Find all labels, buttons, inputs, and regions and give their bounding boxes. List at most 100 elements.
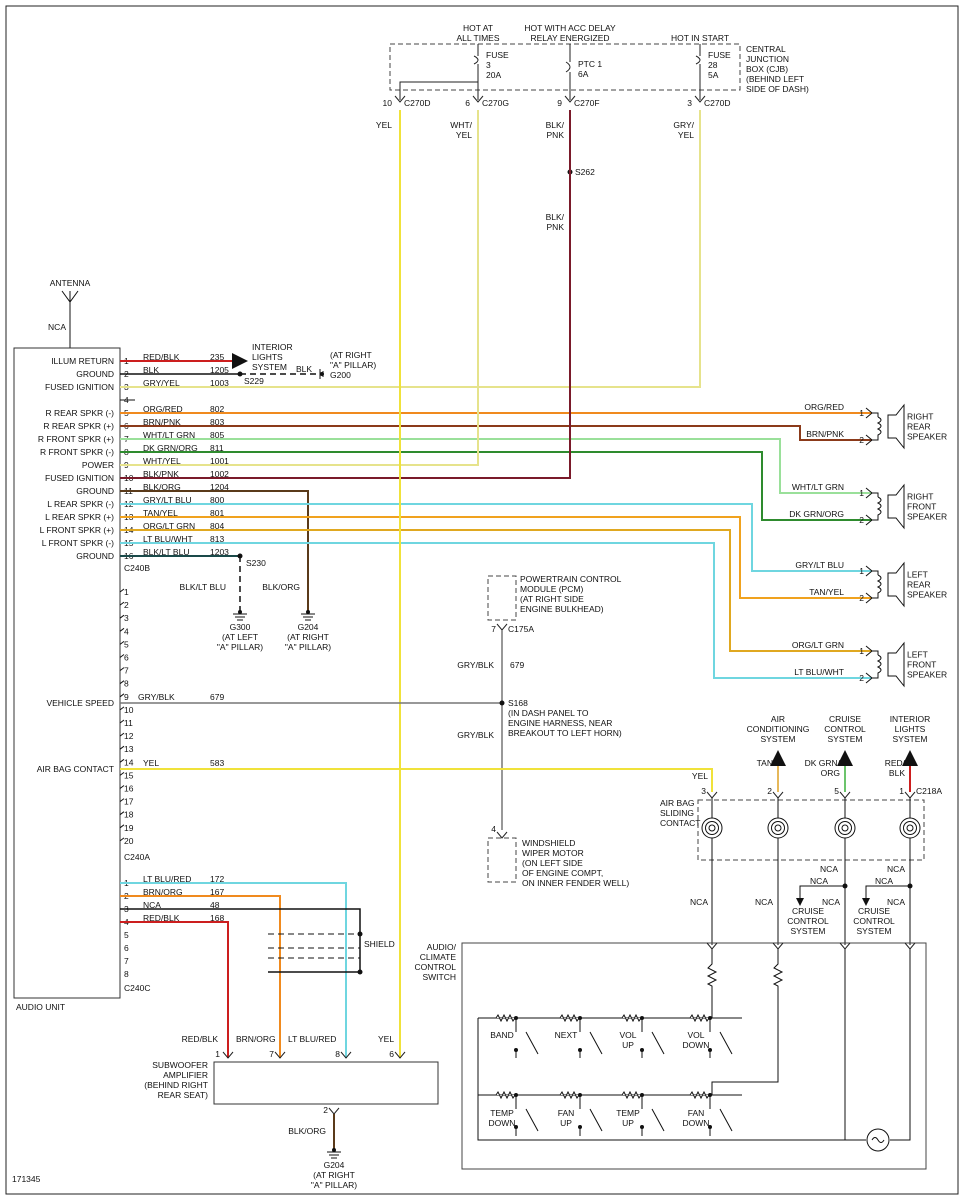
wire-label-wht-yel-2: YEL xyxy=(456,130,472,140)
speaker-3-name-2: FRONT xyxy=(907,660,936,670)
wire-167-brn-org xyxy=(120,895,281,1058)
interior-lights-2: LIGHTS xyxy=(252,352,283,362)
c240c-pin-6: 6 xyxy=(124,943,129,953)
switch-contact-icon xyxy=(515,1095,539,1136)
pcm-label-4: ENGINE BULKHEAD) xyxy=(520,604,604,614)
c240c-circuit-2: 167 xyxy=(210,887,224,897)
switch-box xyxy=(461,942,927,1170)
ac-system-1: AIR xyxy=(771,714,785,724)
splice-s168 xyxy=(499,700,505,706)
fuse28-num: 28 xyxy=(708,60,718,70)
air-bag-contact-2: SLIDING xyxy=(660,808,694,818)
wire-804-org-lt-grn xyxy=(120,529,872,652)
switch-row1-2-l2: UP xyxy=(622,1040,634,1050)
speaker-coil-icon xyxy=(876,574,882,594)
c240b-circuit-16: 1203 xyxy=(210,547,229,557)
g204-loc-2: "A" PILLAR) xyxy=(285,642,331,652)
c240a-583: 583 xyxy=(210,758,224,768)
wire-label-red-2: BLK xyxy=(889,768,905,778)
interior-lights-1: INTERIOR xyxy=(252,342,293,352)
c240c-color-2: BRN/ORG xyxy=(143,887,183,897)
switch-title-4: SWITCH xyxy=(422,972,456,982)
c240a-pin-4: 4 xyxy=(124,626,129,636)
c240b-func-6: R REAR SPKR (+) xyxy=(43,421,114,431)
c240a-pin-8: 8 xyxy=(124,679,129,689)
resistor-icon xyxy=(559,1090,580,1100)
g300-loc-2: "A" PILLAR) xyxy=(217,642,263,652)
resistor-icon xyxy=(621,1090,642,1100)
cjb-conn-c270g: C270G xyxy=(482,98,509,108)
c240b-color-9: WHT/YEL xyxy=(143,456,181,466)
c240c-pin-5: 5 xyxy=(124,930,129,940)
speaker-coil-icon xyxy=(876,496,882,516)
nca-6: NCA xyxy=(755,897,773,907)
sub-g204: G204 xyxy=(324,1160,345,1170)
speaker-1-name-2: FRONT xyxy=(907,502,936,512)
speaker-2-pin1: 1 xyxy=(859,566,864,576)
cjb-title-1: CENTRAL xyxy=(746,44,786,54)
subwoofer-amplifier: SHIELD RED/BLK BRN/ORG LT BLU/RED YEL 1 … xyxy=(120,882,439,1190)
c240b-color-1: RED/BLK xyxy=(143,352,180,362)
speaker-1-name-1: RIGHT xyxy=(907,492,933,502)
wire-label-gry-yel-2: YEL xyxy=(678,130,694,140)
nca-8: NCA xyxy=(887,897,905,907)
cjb-hot-all-times-2: ALL TIMES xyxy=(457,33,500,43)
c240a-pin-20: 20 xyxy=(124,836,134,846)
speaker-cone-icon xyxy=(887,641,905,688)
g204-label: G204 xyxy=(298,622,319,632)
c218a-pin-5: 5 xyxy=(834,786,839,796)
c240b-func-2: GROUND xyxy=(76,369,114,379)
shield-label: SHIELD xyxy=(364,939,395,949)
c240b-func-1: ILLUM RETURN xyxy=(51,356,114,366)
speaker-0-pin2: 2 xyxy=(859,435,864,445)
sub-label-2: AMPLIFIER xyxy=(163,1070,208,1080)
c240a-gry-blk: GRY/BLK xyxy=(138,692,175,702)
sub-pin-7: 7 xyxy=(269,1049,274,1059)
speaker-2-w1: GRY/LT BLU xyxy=(795,560,844,570)
speaker-coil-icon xyxy=(876,416,882,436)
wire-811-dk-grn-org xyxy=(120,451,872,521)
interior-top-2: LIGHTS xyxy=(895,724,926,734)
s168-desc-3: BREAKOUT TO LEFT HORN) xyxy=(508,728,622,738)
c240b-color-2: BLK xyxy=(143,365,159,375)
cjb-hot-acc-2: RELAY ENERGIZED xyxy=(530,33,609,43)
wire-803-brn-pnk xyxy=(120,425,872,441)
cjb-title-4: (BEHIND LEFT xyxy=(746,74,804,84)
fuse28-label: FUSE xyxy=(708,50,731,60)
speaker-0-name-3: SPEAKER xyxy=(907,432,947,442)
c240c-label: C240C xyxy=(124,983,150,993)
wire-1002-blk-pnk xyxy=(120,110,571,479)
c240a-pin-18: 18 xyxy=(124,810,134,820)
c240b-func-7: R FRONT SPKR (+) xyxy=(38,434,114,444)
g200-label: G200 xyxy=(330,370,351,380)
nca-3: NCA xyxy=(810,876,828,886)
c240a-pin-6: 6 xyxy=(124,653,129,663)
sub-wire-lt-blu-red: LT BLU/RED xyxy=(288,1034,336,1044)
speaker-1-w1: WHT/LT GRN xyxy=(792,482,844,492)
cruise-top-2: CONTROL xyxy=(824,724,866,734)
ac-system-2: CONDITIONING xyxy=(747,724,810,734)
c240b-color-13: TAN/YEL xyxy=(143,508,178,518)
sub-wire-red-blk: RED/BLK xyxy=(182,1034,219,1044)
wire-label-yel-top: YEL xyxy=(376,120,392,130)
cruise-top-3: SYSTEM xyxy=(828,734,863,744)
c240a-pin-17: 17 xyxy=(124,797,134,807)
resistor-icon xyxy=(621,1013,642,1023)
c240a-pin-19: 19 xyxy=(124,823,134,833)
switch-contact-icon xyxy=(641,1018,665,1058)
switch-title-3: CONTROL xyxy=(414,962,456,972)
c240b-func-11: GROUND xyxy=(76,486,114,496)
switch-title-2: CLIMATE xyxy=(420,952,457,962)
cruise-sys-b-2: CONTROL xyxy=(853,916,895,926)
pcm-wire-label: GRY/BLK xyxy=(457,660,494,670)
switch-contact-icon xyxy=(641,1095,665,1136)
speaker-1-name-3: SPEAKER xyxy=(907,512,947,522)
cruise-sys-b-3: SYSTEM xyxy=(857,926,892,936)
c240b-circuit-5: 802 xyxy=(210,404,224,414)
sub-pin-2: 2 xyxy=(323,1105,328,1115)
interior-top-1: INTERIOR xyxy=(890,714,931,724)
cjb-pin-10: 10 xyxy=(383,98,393,108)
